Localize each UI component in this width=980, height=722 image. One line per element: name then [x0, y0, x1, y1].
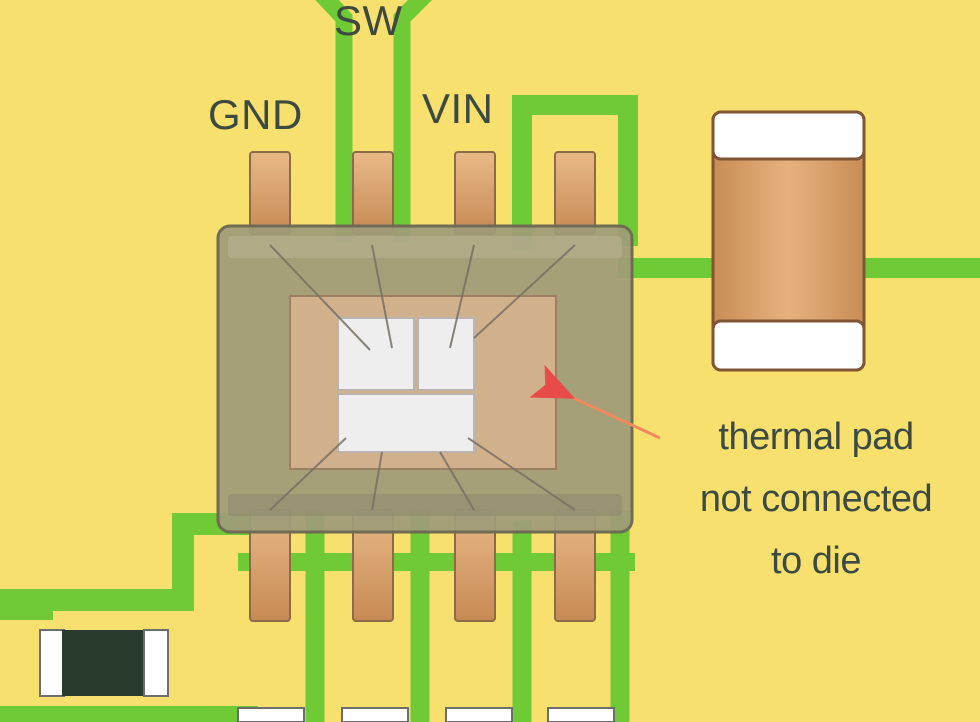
- vin-label: VIN: [422, 85, 494, 132]
- sw-label: SW: [334, 0, 403, 44]
- small-component-body: [62, 630, 144, 696]
- bottom-pad-1: [237, 707, 305, 722]
- capacitor-top-terminal: [711, 110, 866, 161]
- annotation-line-2: not connected: [699, 478, 933, 520]
- bottom-pad-3: [445, 707, 513, 722]
- package-bevel-top: [228, 236, 622, 258]
- sw-trace-left: [315, 0, 353, 243]
- arrow-icon: [529, 364, 661, 440]
- die-bottom: [337, 393, 475, 453]
- pin-1-top: [249, 151, 291, 235]
- package-bevel-bottom: [228, 494, 622, 516]
- ic-package: [216, 224, 634, 534]
- annotation-line-1: thermal pad: [718, 416, 914, 458]
- bond-wires: [269, 244, 576, 511]
- sw-trace-right: [393, 0, 433, 243]
- pin-2-top: [352, 151, 394, 235]
- vin-loop-trace: [512, 95, 638, 250]
- bottom-edge-pads: [237, 707, 615, 722]
- annotation-line-3: to die: [771, 540, 861, 582]
- small-component-right-terminal: [143, 629, 169, 697]
- die-right-top: [417, 317, 475, 391]
- pin-4-top: [554, 151, 596, 235]
- pin-3-top: [454, 151, 496, 235]
- thermal-pad-note: thermal pad not connected to die: [655, 406, 977, 592]
- capacitor: [711, 110, 866, 372]
- small-component-left-terminal: [39, 629, 65, 697]
- gnd-bottom-left-trace: [0, 513, 271, 611]
- bottom-pad-2: [341, 707, 409, 722]
- bottom-pad-4: [547, 707, 615, 722]
- capacitor-bottom-terminal: [711, 319, 866, 372]
- top-pins: [249, 151, 596, 235]
- small-component: [39, 629, 169, 697]
- gnd-label: GND: [208, 91, 303, 138]
